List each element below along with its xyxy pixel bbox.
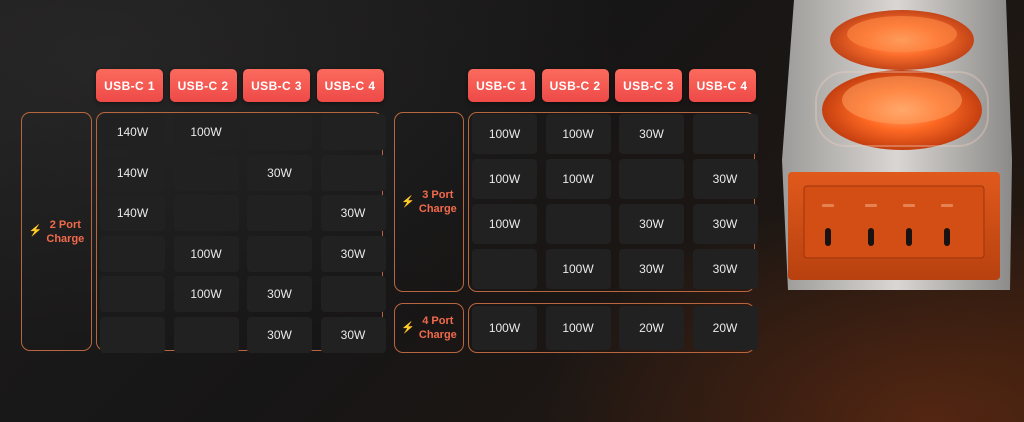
two-port-cell: 140W xyxy=(100,195,165,231)
two-port-cell: 30W xyxy=(247,154,312,191)
two-port-cell: 30W xyxy=(320,235,386,272)
two-port-label-text: 2 Port Charge xyxy=(46,218,85,245)
two-port-cell xyxy=(100,235,165,272)
three-port-label: ⚡ 3 Port Charge xyxy=(394,112,464,292)
two-port-cell: 140W xyxy=(100,154,165,191)
port-header-usb-c-4: USB-C 4 xyxy=(688,69,756,102)
two-port-cell: 100W xyxy=(173,235,239,272)
charger-product-image xyxy=(782,0,1012,290)
two-port-cell xyxy=(320,114,386,150)
three-port-cell: 100W xyxy=(545,159,611,199)
two-port-cell xyxy=(100,276,165,312)
three-port-cell xyxy=(692,114,758,154)
three-port-cell: 30W xyxy=(619,249,684,289)
two-port-cell: 140W xyxy=(100,114,165,150)
four-port-label: ⚡ 4 Port Charge xyxy=(394,303,464,353)
two-port-cell xyxy=(173,154,239,191)
port-header-usb-c-1: USB-C 1 xyxy=(96,69,163,102)
two-port-cell: 30W xyxy=(247,276,312,312)
two-port-label-frame xyxy=(21,112,92,351)
three-port-label-frame xyxy=(394,112,464,292)
two-port-cell: 100W xyxy=(173,276,239,312)
lightning-bolt-icon: ⚡ xyxy=(401,195,415,208)
three-port-cell: 30W xyxy=(692,159,758,199)
two-port-cell: 30W xyxy=(247,316,312,353)
four-port-label-text: 4 Port Charge xyxy=(418,315,457,341)
two-port-cell xyxy=(320,154,386,191)
two-port-cell xyxy=(247,235,312,272)
three-port-cell xyxy=(545,204,611,244)
port-header-usb-c-1: USB-C 1 xyxy=(468,69,535,102)
three-port-cell: 30W xyxy=(692,204,758,244)
two-port-grid-frame xyxy=(96,112,383,351)
two-port-label: ⚡ 2 Port Charge xyxy=(21,112,92,351)
four-port-cell: 20W xyxy=(619,306,684,350)
two-port-cell: 100W xyxy=(173,114,239,150)
three-port-cell xyxy=(619,159,684,199)
lightning-bolt-icon: ⚡ xyxy=(28,225,43,237)
three-port-cell: 100W xyxy=(472,114,537,154)
four-port-cell: 20W xyxy=(692,306,758,350)
two-port-cell xyxy=(247,195,312,231)
four-port-cell: 100W xyxy=(472,306,537,350)
three-port-cell: 30W xyxy=(619,114,684,154)
port-header-usb-c-4: USB-C 4 xyxy=(316,69,384,102)
port-header-usb-c-3: USB-C 3 xyxy=(243,69,310,102)
three-port-cell xyxy=(472,249,537,289)
lightning-bolt-icon: ⚡ xyxy=(401,321,415,334)
two-port-cell xyxy=(247,114,312,150)
two-port-cell xyxy=(100,316,165,353)
two-port-cell xyxy=(173,316,239,353)
three-port-cell: 100W xyxy=(545,249,611,289)
three-port-cell: 100W xyxy=(545,114,611,154)
three-port-cell: 30W xyxy=(619,204,684,244)
port-header-usb-c-2: USB-C 2 xyxy=(541,69,609,102)
port-header-usb-c-3: USB-C 3 xyxy=(615,69,682,102)
port-header-usb-c-2: USB-C 2 xyxy=(169,69,237,102)
four-port-label-frame xyxy=(394,303,464,353)
three-port-label-text: 3 Port Charge xyxy=(418,189,457,215)
two-port-cell xyxy=(320,276,386,312)
three-port-cell: 100W xyxy=(472,159,537,199)
three-port-grid-frame xyxy=(468,112,755,292)
two-port-cell xyxy=(173,195,239,231)
two-port-cell: 30W xyxy=(320,316,386,353)
two-port-cell: 30W xyxy=(320,195,386,231)
three-port-cell: 100W xyxy=(472,204,537,244)
four-port-cell: 100W xyxy=(545,306,611,350)
three-port-cell: 30W xyxy=(692,249,758,289)
